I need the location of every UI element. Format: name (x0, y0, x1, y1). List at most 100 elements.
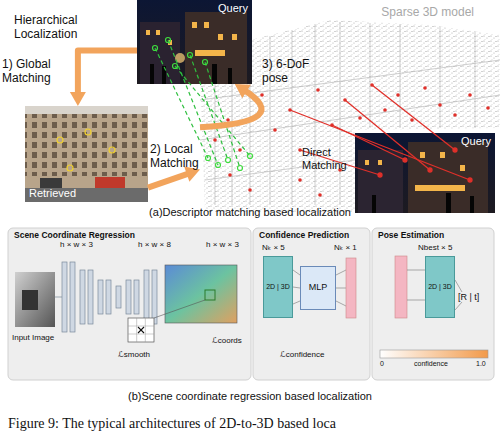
conv-layer (144, 270, 149, 324)
point-cloud (248, 188, 252, 192)
scene-coordinate-map (138, 327, 144, 333)
keypoint (226, 158, 231, 163)
pose-solver (455, 280, 462, 292)
retrieved-photo (85, 129, 91, 135)
label-text: ℒcoords (212, 336, 242, 345)
retrieved-photo (57, 137, 63, 143)
green-match-line (190, 55, 228, 160)
query-photo (146, 22, 237, 56)
scene-coordinate-map (128, 265, 237, 342)
pose-solver (407, 300, 425, 301)
mlp-wire (336, 301, 346, 306)
mlp-wire (293, 270, 300, 275)
node-text: Query (461, 135, 491, 148)
mlp-wire (336, 270, 346, 275)
retrieved-photo (25, 114, 148, 190)
query-photo (140, 22, 180, 84)
scene-coordinate-map (128, 326, 154, 327)
conv-layer (134, 280, 139, 314)
retrieved-photo (25, 106, 148, 202)
scene-coordinate-map (205, 290, 215, 300)
direct-query-photo (415, 185, 465, 191)
node-text: Pose Estimation (378, 231, 444, 241)
pose-solver (380, 350, 488, 358)
conv-layer (62, 262, 67, 332)
red-match-line (428, 168, 432, 172)
direct-query-photo (440, 152, 445, 158)
retrieved-photo (25, 188, 148, 202)
edge-label: 2) Local Matching (150, 143, 210, 171)
edge-label: 3) 6-DoF pose (262, 58, 326, 86)
conv-layer (80, 270, 85, 324)
query-photo (228, 68, 232, 84)
label-text: Nₖ × 5 (262, 243, 285, 252)
keypoint (248, 154, 253, 159)
correspondence-table: 2D | 3D (425, 256, 455, 318)
scene-coordinate-map (138, 327, 144, 333)
scene-coordinate-map (138, 327, 144, 333)
keypoint (238, 166, 243, 171)
correspondence-table: 2D | 3D (263, 256, 293, 318)
node-text: Scene Coordinate Regression (14, 231, 135, 241)
query-photo (150, 64, 154, 84)
arrow-head (70, 92, 86, 106)
point-cloud (453, 113, 457, 117)
scene-coordinate-map (128, 318, 154, 342)
keypoint (188, 53, 193, 58)
label-text: Nₖ × 1 (334, 243, 357, 252)
label-text: 1.0 (476, 360, 486, 368)
point-cloud (358, 116, 362, 120)
query-photo: Query (137, 0, 252, 84)
label-text: h × w × 8 (138, 240, 171, 249)
label-text: Input Image (12, 333, 54, 342)
edge-label: 1) Global Matching (2, 58, 66, 86)
point-cloud (396, 93, 400, 97)
keypoint (173, 64, 178, 69)
confidence-output (346, 258, 356, 318)
direct-query-photo (355, 133, 495, 213)
pose-solver (395, 256, 407, 318)
mlp-block: MLP (300, 266, 336, 310)
conv-layer (55, 297, 62, 298)
scene-coordinate-map (128, 318, 154, 342)
query-photo (185, 12, 247, 84)
direct-query-photo (372, 195, 376, 213)
point-cloud (273, 128, 277, 132)
direct-query-photo (446, 193, 451, 213)
retrieved-photo (95, 177, 125, 188)
point-cloud (298, 178, 302, 182)
red-match-line (403, 158, 407, 162)
point-cloud (318, 193, 322, 197)
label-text: h × w × 3 (60, 240, 93, 249)
mlp-wire (293, 287, 300, 288)
red-match-line (372, 85, 455, 150)
direct-query-photo (365, 160, 369, 165)
scene-coordinate-map (145, 318, 146, 342)
green-match-line (205, 62, 240, 168)
conv-layer (126, 280, 131, 314)
direct-query-photo (372, 193, 474, 213)
query-photo (156, 30, 160, 35)
red-match-line (468, 178, 472, 182)
point-cloud (410, 118, 414, 122)
input-image (15, 272, 55, 327)
query-photo (195, 50, 225, 56)
point-cloud (213, 138, 217, 142)
label-text: 0 (380, 360, 384, 368)
query-photo (137, 0, 252, 84)
point-cloud (438, 103, 442, 107)
label-text: ℒconfidence (280, 350, 324, 359)
red-match-line (290, 110, 470, 180)
point-cloud (340, 22, 341, 205)
direct-query-photo (460, 165, 465, 171)
label-text: Nbest × 5 (418, 243, 452, 252)
retrieved-photo (25, 106, 148, 202)
query-photo: Query (355, 133, 495, 213)
pose-solver (455, 302, 462, 310)
pose-solver (407, 270, 425, 271)
retrieved-photo (109, 147, 115, 153)
scene-coordinate-map (154, 300, 205, 318)
arrow-head (235, 84, 251, 98)
match-arrow (200, 84, 261, 127)
